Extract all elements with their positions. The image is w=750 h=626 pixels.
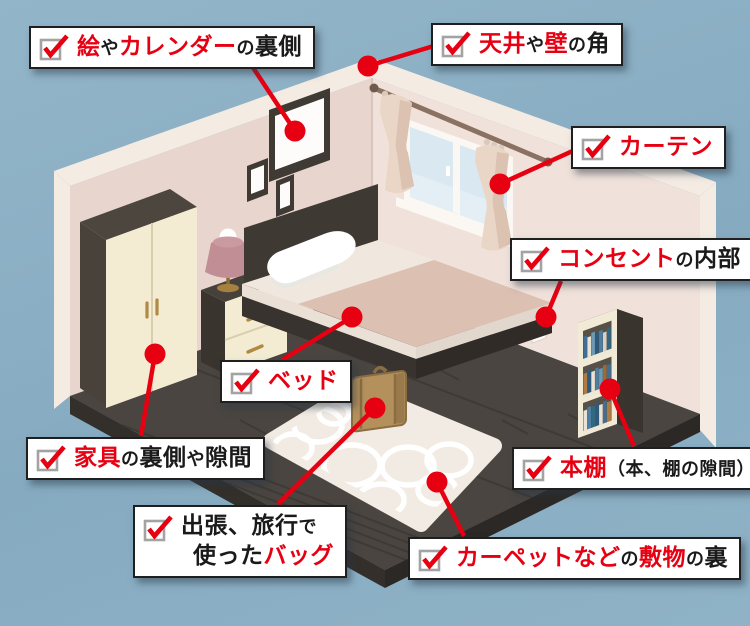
callout-text: ベッド [268,367,339,393]
checkbox-icon [418,545,448,572]
callout-bookshelf: 本棚（本、棚の隙間） [512,447,750,490]
callout-bed: ベッド [220,360,352,403]
bookshelf [578,309,643,438]
callout-text: 出張、旅行で使ったバッグ [181,512,334,568]
callout-text: 天井や壁の角 [479,30,610,56]
bed-sheet [242,240,434,304]
table-lamp [205,228,251,293]
callout-text: カーペットなどの敷物の裏 [456,544,728,570]
callout-text: 家具の裏側や隙間 [74,444,252,470]
callout-text: 本棚（本、棚の隙間） [560,454,750,480]
checkbox-icon [143,515,173,542]
checkbox-icon [581,134,611,161]
books [583,320,612,435]
callout-ceiling-wall-corner: 天井や壁の角 [431,23,623,66]
callout-furniture-back-gaps: 家具の裏側や隙間 [26,437,265,480]
curtains [380,94,512,251]
checkbox-icon [520,246,550,273]
bed-blanket [298,260,552,347]
checkbox-icon [36,445,66,472]
callout-curtain: カーテン [571,126,726,169]
callout-text: カーテン [619,133,713,159]
callout-pictures-calendar: 絵やカレンダーの裏側 [29,26,315,69]
callout-text: コンセントの内部 [558,245,741,271]
callout-carpet-under-rugs: カーペットなどの敷物の裏 [408,537,741,580]
callout-outlet-inside: コンセントの内部 [510,238,750,281]
bed [242,184,552,379]
checkbox-icon [522,455,552,482]
callout-text: 絵やカレンダーの裏側 [77,33,302,59]
pillow [267,231,356,284]
checkbox-icon [441,31,471,58]
callout-travel-bag: 出張、旅行で使ったバッグ [133,505,347,578]
wardrobe [80,189,197,408]
checkbox-icon [39,34,69,61]
callout-dots [144,55,621,493]
checkbox-icon [230,368,260,395]
